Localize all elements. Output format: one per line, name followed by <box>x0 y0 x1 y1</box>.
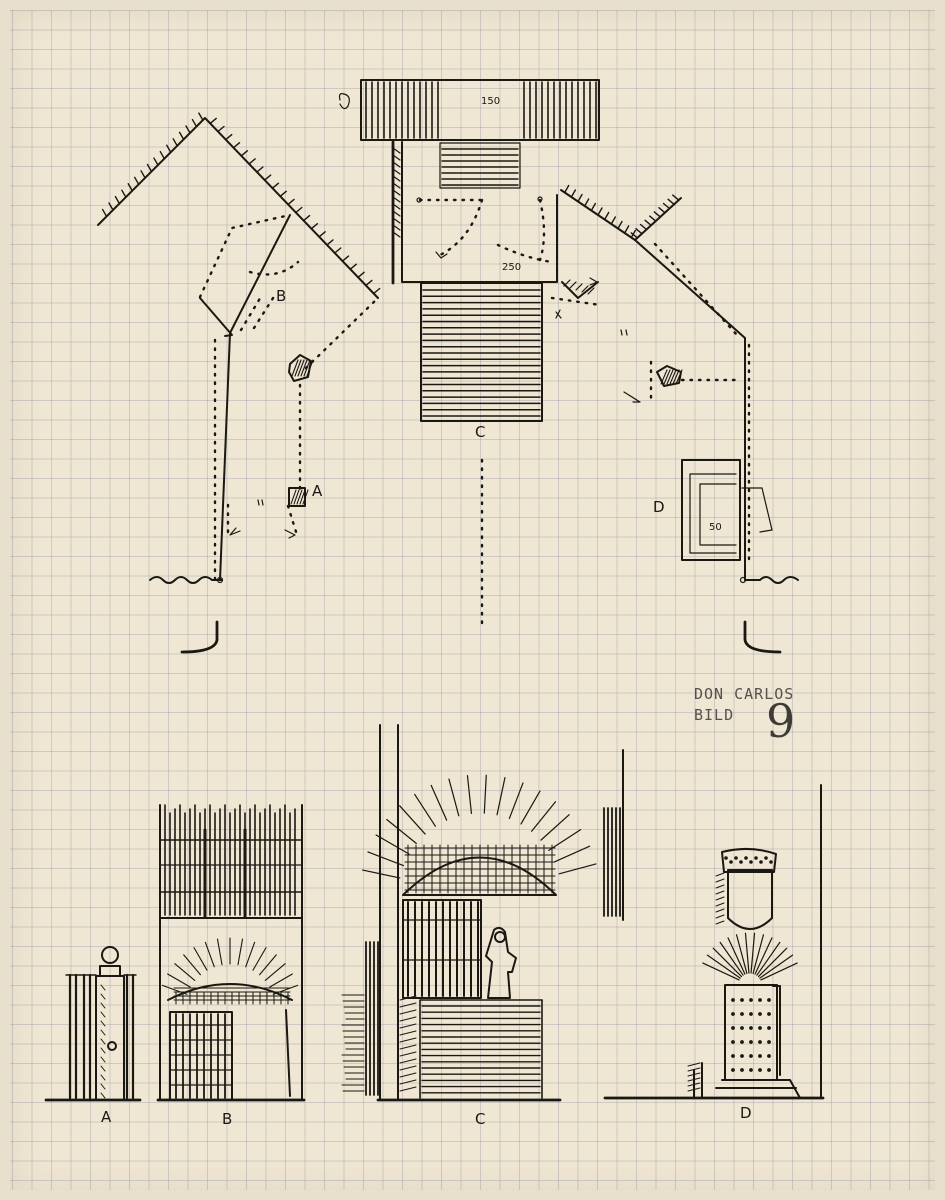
right-stage-edge <box>739 576 799 654</box>
floor-plan <box>97 79 799 654</box>
elevation-a <box>44 946 142 1102</box>
elevation-c <box>341 724 624 1102</box>
top-platform-dimension: 150 <box>481 96 501 107</box>
elevation-label-b: B <box>222 1110 233 1128</box>
landing-dimension: 250 <box>502 262 522 273</box>
scene-number: 9 <box>766 694 796 748</box>
elevation-label-d: D <box>740 1104 752 1122</box>
plan-label-c: C <box>475 423 486 441</box>
scene-title-line1: DON CARLOS <box>694 685 795 703</box>
upper-stair <box>439 142 521 189</box>
plan-label-d: D <box>653 498 665 516</box>
right-walls <box>550 184 746 581</box>
plan-label-b: B <box>276 287 287 305</box>
main-stair <box>420 282 543 422</box>
elevation-b <box>156 804 306 1102</box>
niche-dimension: 50 <box>709 522 722 533</box>
left-stage-edge <box>149 576 224 654</box>
top-platform <box>360 79 600 141</box>
elevation-d <box>603 784 825 1100</box>
scene-title-line2: BILD <box>694 706 735 724</box>
scene-title: DON CARLOS BILD <box>694 684 794 726</box>
landing <box>391 140 558 285</box>
elevation-label-a: A <box>101 1108 112 1126</box>
elevation-label-c: C <box>475 1110 486 1128</box>
left-walls <box>97 112 381 581</box>
left-track <box>213 296 380 582</box>
plan-label-a: A <box>312 482 323 500</box>
right-track <box>620 242 773 562</box>
